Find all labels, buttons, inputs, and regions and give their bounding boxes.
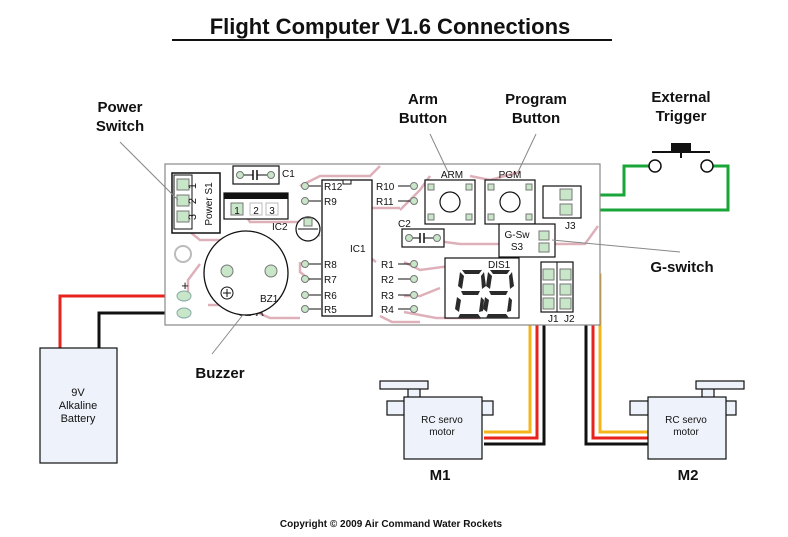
pgm-button: PGM <box>484 170 536 225</box>
resistors-right: R10 R11 R1 R2 R3 R4 <box>376 182 418 316</box>
resistor-r1: R1 <box>381 260 394 271</box>
pgm-label: PGM <box>499 170 522 181</box>
servo-m2-label-line1: RC servo <box>665 415 707 426</box>
program-button-callout-line1: Program <box>505 91 567 108</box>
j2-label: J2 <box>564 314 575 325</box>
display-dis1: DIS1 <box>444 257 520 319</box>
servo-m1: RC servo motor <box>379 380 494 460</box>
pcb-board: 60-7 91·A + 1 2 3 Power S1 C1 <box>164 163 601 326</box>
board-plus-sign: + <box>181 278 189 293</box>
ic2-pin-2: 2 <box>253 206 259 217</box>
arm-label: ARM <box>441 170 463 181</box>
resistor-r4: R4 <box>381 305 394 316</box>
c1-label: C1 <box>282 169 295 180</box>
bz1-label: BZ1 <box>260 294 279 305</box>
battery-9v: 9V Alkaline Battery <box>39 347 118 464</box>
seven-segment-digit-2 <box>483 270 514 318</box>
j3-label: J3 <box>565 221 576 232</box>
arm-button-callout-line2: Button <box>399 110 447 127</box>
power-switch-callout-line1: Power <box>97 99 142 116</box>
resistor-r6: R6 <box>324 291 337 302</box>
ic2-pin-3: 3 <box>269 206 275 217</box>
external-trigger-callout-line2: Trigger <box>656 108 707 125</box>
page-title: Flight Computer V1.6 Connections <box>210 14 571 39</box>
resistor-r11: R11 <box>376 197 394 208</box>
resistor-r2: R2 <box>381 275 394 286</box>
servo-m1-label-line1: RC servo <box>421 415 463 426</box>
trigger-green-wire-bottom <box>574 164 730 212</box>
battery-plus-pad <box>176 290 192 302</box>
s1-pin-1: 1 <box>187 183 199 189</box>
battery-label-line3: Battery <box>61 413 96 425</box>
arm-button-callout-line1: Arm <box>408 91 438 108</box>
resistor-r3: R3 <box>381 291 394 302</box>
buzzer-pad-1 <box>220 264 234 278</box>
mounting-hole <box>174 245 192 263</box>
ic2-label: IC2 <box>272 222 288 233</box>
s1-pin-3: 3 <box>187 214 199 220</box>
g-switch-s3: G-Sw S3 <box>498 223 556 258</box>
ic1-notch <box>342 179 352 185</box>
callout-leaders <box>119 133 681 355</box>
battery-label-line2: Alkaline <box>59 400 98 412</box>
s1-pin-2: 2 <box>187 198 199 204</box>
ic1-label: IC1 <box>350 244 366 255</box>
gsw-label-line2: S3 <box>511 242 524 253</box>
m1-callout: M1 <box>430 467 451 484</box>
program-button-callout-line2: Button <box>512 110 560 127</box>
servo-m2-label-line2: motor <box>673 427 699 438</box>
connector-j1-j2: J1 J2 <box>540 261 575 325</box>
capacitor-c2: C2 <box>398 219 445 248</box>
j1-label: J1 <box>548 314 559 325</box>
battery-red-wire <box>58 294 183 348</box>
c2-label: C2 <box>398 219 411 230</box>
dis1-label: DIS1 <box>488 260 511 271</box>
s1-pad-3 <box>176 210 190 223</box>
battery-minus-pad <box>176 307 192 319</box>
resistors-left: R12 R9 R8 R7 R6 R5 <box>301 182 343 316</box>
power-switch-s1: 1 2 3 Power S1 <box>171 172 221 234</box>
buzzer-pad-2 <box>264 264 278 278</box>
ic2-pin-1: 1 <box>234 206 240 217</box>
battery-label-line1: 9V <box>71 387 85 399</box>
regulator-ic2: 1 2 3 IC2 <box>223 192 289 233</box>
resistor-r7: R7 <box>324 275 337 286</box>
s1-pad-2 <box>176 194 190 207</box>
g-switch-callout: G-switch <box>650 259 713 276</box>
resistor-r9: R9 <box>324 197 337 208</box>
servo-m1-label-line2: motor <box>429 427 455 438</box>
copyright-text: Copyright © 2009 Air Command Water Rocke… <box>280 519 503 530</box>
servo-m2: RC servo motor <box>629 380 745 460</box>
resistor-r10: R10 <box>376 182 395 193</box>
battery-black-wire <box>97 311 183 348</box>
s1-pad-1 <box>176 178 190 191</box>
seven-segment-digit <box>455 270 486 318</box>
gsw-label-line1: G-Sw <box>505 230 531 241</box>
external-trigger-callout-line1: External <box>651 89 710 106</box>
capacitor-c1: C1 <box>232 165 295 185</box>
connector-j3: J3 <box>542 185 582 232</box>
buzzer-bz1: BZ1 <box>203 230 289 316</box>
s1-label: Power S1 <box>204 182 215 226</box>
resistor-r12: R12 <box>324 182 343 193</box>
m2-callout: M2 <box>678 467 699 484</box>
resistor-r8: R8 <box>324 260 337 271</box>
ic1-chip: IC1 <box>321 179 373 317</box>
buzzer-callout: Buzzer <box>195 365 244 382</box>
external-trigger-switch <box>648 143 714 173</box>
power-switch-callout-line2: Switch <box>96 118 144 135</box>
resistor-r5: R5 <box>324 305 337 316</box>
arm-button: ARM <box>424 170 476 225</box>
